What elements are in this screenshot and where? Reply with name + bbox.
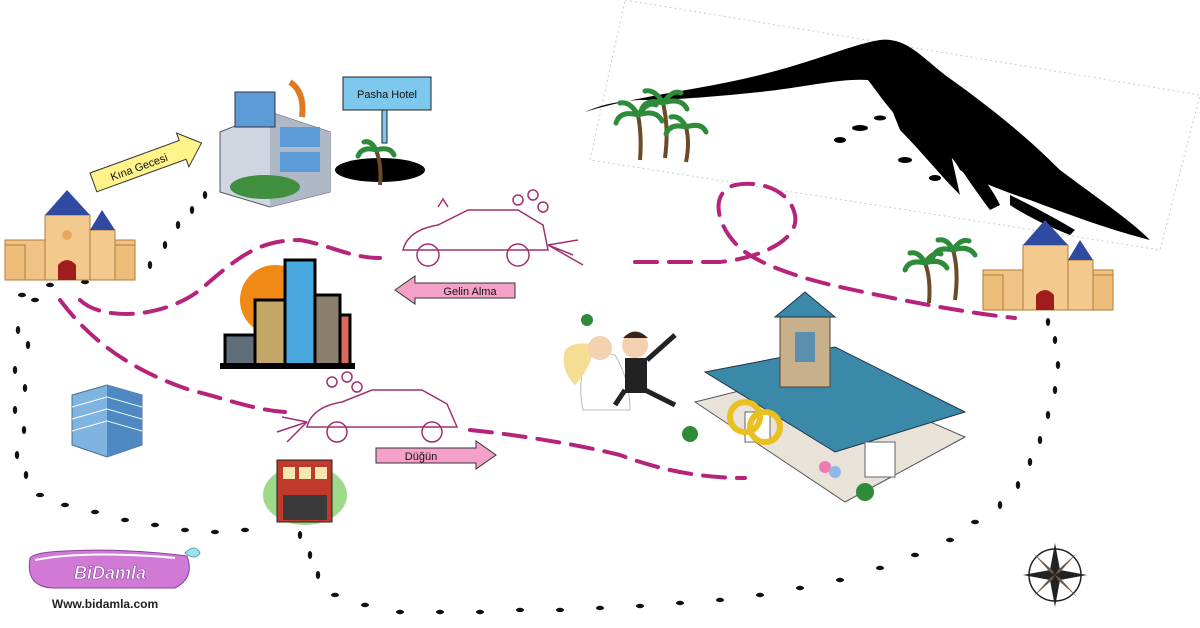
- hotel-palms-icon: [335, 139, 425, 186]
- shop-icon: [263, 459, 347, 525]
- church-icon: [682, 291, 967, 503]
- hotel-sign: Pasha Hotel: [342, 76, 432, 144]
- bidamla-logo: BiDamla: [28, 547, 201, 589]
- footprints-trail: [12, 191, 1061, 615]
- bidamla-logo-text: BiDamla: [74, 563, 146, 583]
- dugun-arrow: Düğün: [375, 440, 497, 470]
- city-buildings-icon: [220, 258, 355, 369]
- castle-right-icon: [982, 220, 1114, 311]
- route-path: [58, 181, 1017, 480]
- dugun-label: Düğün: [405, 451, 437, 463]
- office-building-icon: [71, 384, 143, 458]
- bride-groom-icon: [563, 314, 677, 411]
- wedding-car-bottom-icon: [276, 371, 459, 443]
- wedding-car-top-icon: [402, 189, 584, 267]
- bidamla-url[interactable]: Www.bidamla.com: [52, 597, 158, 611]
- gelin-alma-arrow: Gelin Alma: [394, 275, 516, 305]
- palm-trees-right-icon: [902, 237, 978, 304]
- hotel-icon: [219, 79, 331, 208]
- compass-rose-icon: [1023, 543, 1087, 607]
- palm-trees-icon: [613, 88, 709, 163]
- mountain: [585, 39, 1150, 240]
- hotel-sign-text: Pasha Hotel: [357, 89, 417, 101]
- gelin-alma-label: Gelin Alma: [443, 286, 497, 298]
- castle-left-icon: [4, 190, 136, 281]
- kina-gecesi-arrow: Kına Gecesi: [89, 132, 203, 193]
